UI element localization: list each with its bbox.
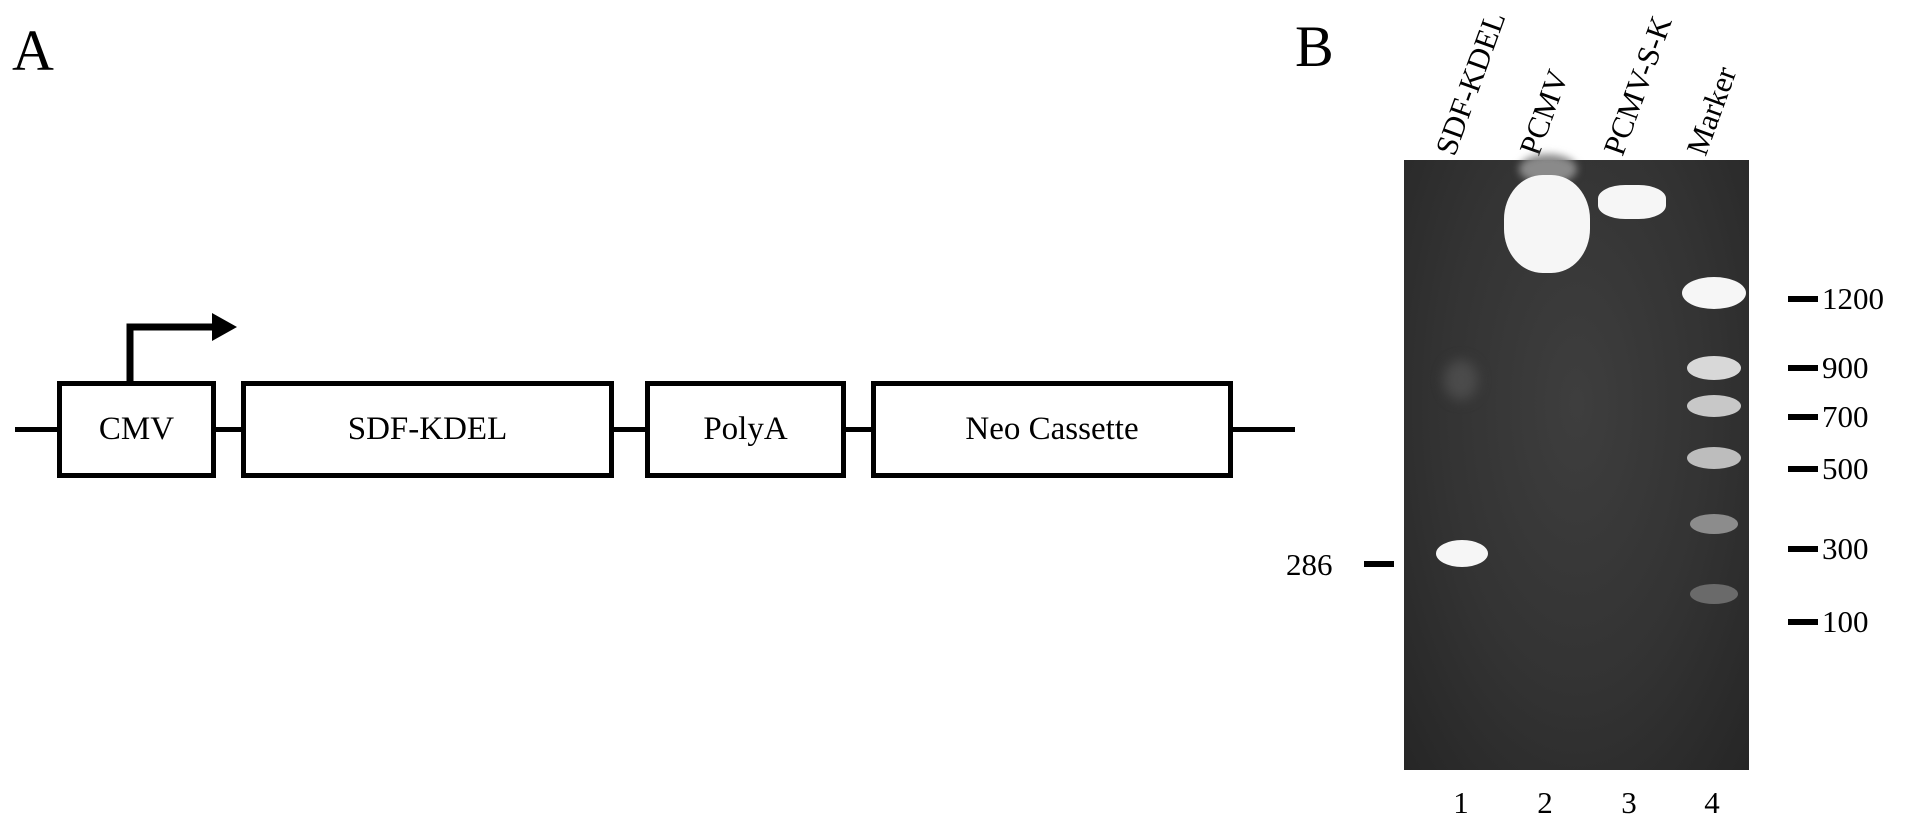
marker-size-300: 300 xyxy=(1822,531,1869,566)
band-lane1-286 xyxy=(1436,540,1488,567)
lane-number-3: 3 xyxy=(1621,785,1637,820)
marker-band-100 xyxy=(1690,584,1738,604)
cmv-box: CMV xyxy=(57,381,216,478)
band-size-left-tick xyxy=(1364,561,1394,567)
band-size-left: 286 xyxy=(1286,547,1333,582)
lane-label-2: PCMV xyxy=(1512,65,1576,160)
band-lane1-faint xyxy=(1444,360,1478,400)
marker-size-1200: 1200 xyxy=(1822,281,1884,316)
marker-size-700: 700 xyxy=(1822,399,1869,434)
backbone-line-right xyxy=(1231,427,1295,432)
panel-a-label: A xyxy=(12,18,54,83)
marker-size-100: 100 xyxy=(1822,604,1869,639)
marker-tick-900 xyxy=(1788,365,1818,371)
backbone-line-3 xyxy=(844,427,874,432)
band-lane3 xyxy=(1598,185,1666,219)
marker-band-1200 xyxy=(1682,277,1746,309)
marker-tick-700 xyxy=(1788,414,1818,420)
lane-number-2: 2 xyxy=(1537,785,1553,820)
polya-label: PolyA xyxy=(703,411,788,447)
marker-tick-300 xyxy=(1788,546,1818,552)
marker-tick-100 xyxy=(1788,619,1818,625)
lane-number-1: 1 xyxy=(1453,785,1469,820)
neo-cassette-box: Neo Cassette xyxy=(871,381,1233,478)
marker-tick-1200 xyxy=(1788,296,1818,302)
marker-band-500 xyxy=(1687,447,1741,469)
gel-image xyxy=(1404,154,1749,770)
backbone-line-left xyxy=(15,427,60,432)
backbone-line-1 xyxy=(214,427,244,432)
lane-label-4: Marker xyxy=(1679,61,1744,160)
neo-cassette-label: Neo Cassette xyxy=(965,411,1139,447)
sdf-kdel-box: SDF-KDEL xyxy=(241,381,614,478)
marker-band-700 xyxy=(1687,395,1741,417)
marker-size-500: 500 xyxy=(1822,451,1869,486)
lane-label-3: PCMV-S-K xyxy=(1596,11,1679,160)
sdf-kdel-label: SDF-KDEL xyxy=(347,411,508,447)
polya-box: PolyA xyxy=(645,381,846,478)
marker-tick-500 xyxy=(1788,466,1818,472)
marker-band-300 xyxy=(1690,514,1738,534)
cmv-label: CMV xyxy=(98,411,175,447)
lane-label-1: SDF-KDEL xyxy=(1428,6,1513,160)
marker-size-900: 900 xyxy=(1822,350,1869,385)
panel-b-label: B xyxy=(1295,14,1334,79)
backbone-line-2 xyxy=(612,427,647,432)
lane-number-4: 4 xyxy=(1704,785,1720,820)
marker-band-900 xyxy=(1687,356,1741,380)
band-lane2-main xyxy=(1504,175,1590,273)
